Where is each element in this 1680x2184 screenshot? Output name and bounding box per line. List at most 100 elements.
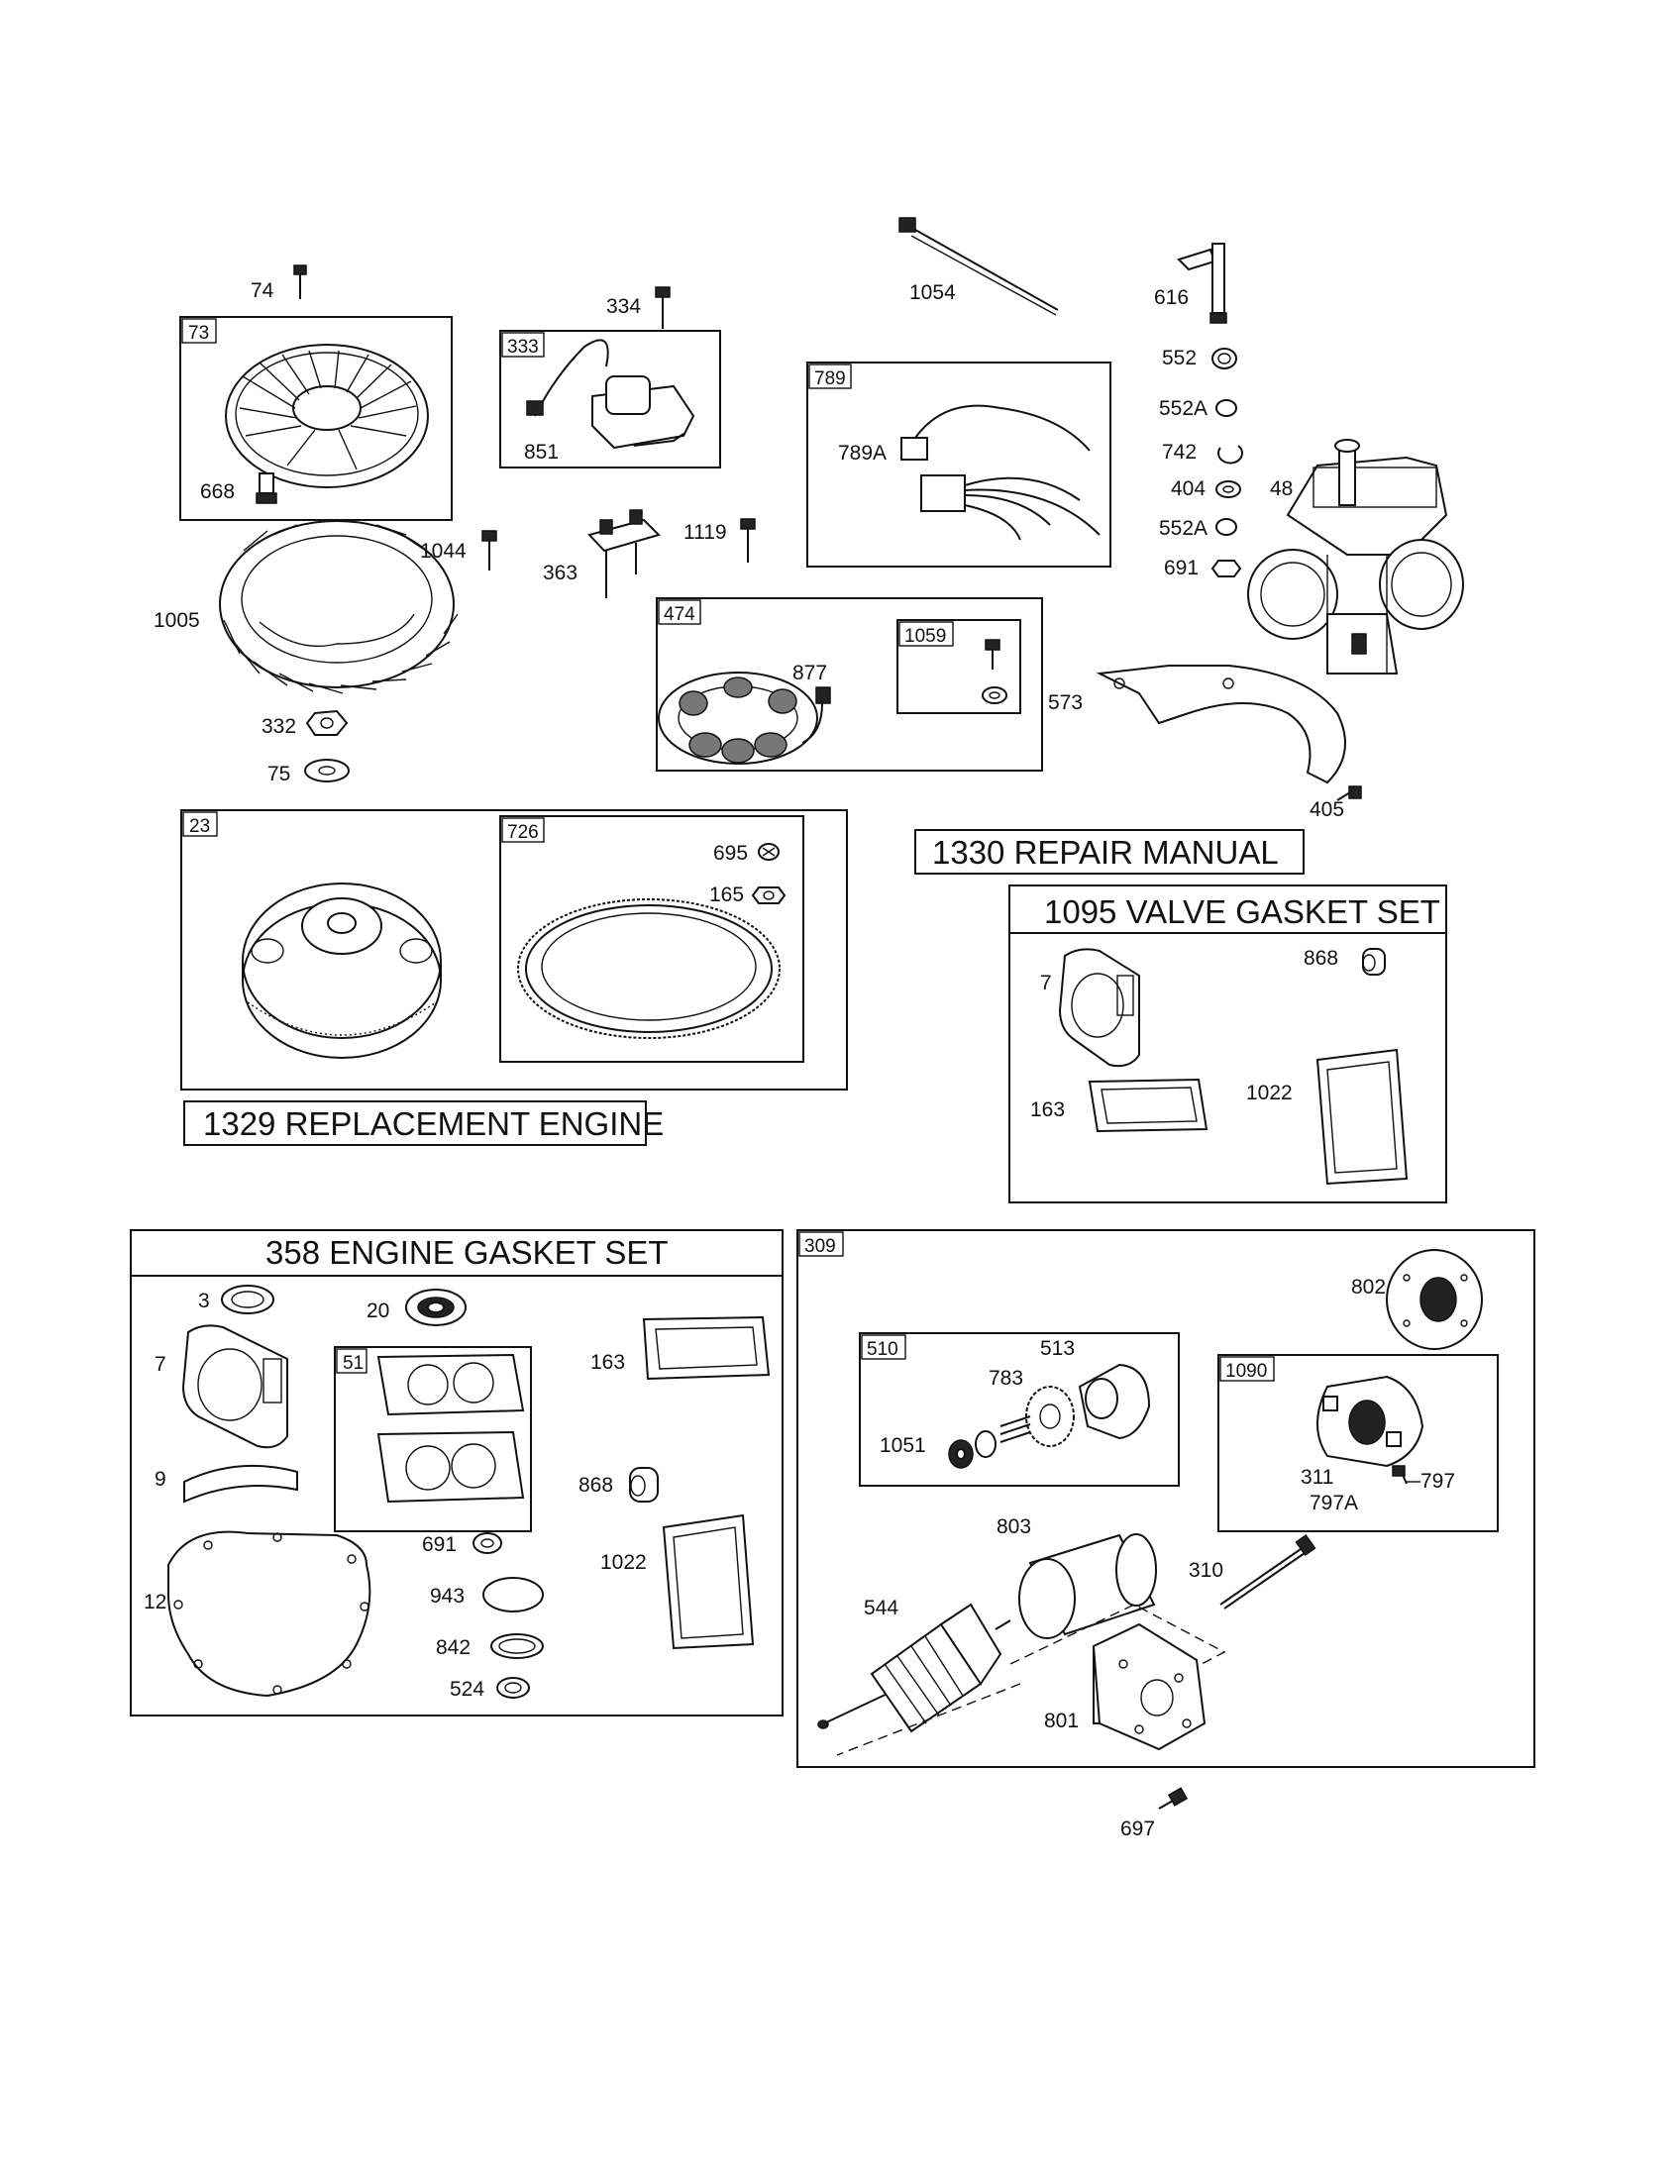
bolt-icon: [740, 518, 756, 563]
seal-icon: [221, 1285, 274, 1314]
part-789a: 789A: [838, 442, 887, 465]
box-label-1090: 1090: [1225, 1361, 1267, 1382]
box-474: [656, 597, 1043, 772]
nut-icon: [751, 886, 787, 904]
box-label-333: 333: [507, 337, 539, 358]
engine-gasket-set-box: [130, 1229, 784, 1716]
part-573: 573: [1048, 691, 1083, 714]
part-404: 404: [1171, 477, 1206, 500]
part-803: 803: [997, 1515, 1031, 1538]
repair-manual-box: [914, 829, 1305, 875]
part-9: 9: [155, 1468, 166, 1491]
replacement-engine-title: 1329 REPLACEMENT ENGINE: [203, 1105, 664, 1142]
bracket-icon: [587, 509, 661, 598]
part-742: 742: [1162, 441, 1197, 464]
clip-icon: [1217, 445, 1243, 465]
part-1022-eng: 1022: [600, 1551, 647, 1574]
motor-housing-icon: [1018, 1533, 1157, 1639]
box-label-474: 474: [664, 604, 695, 625]
part-877: 877: [792, 662, 827, 684]
part-513: 513: [1040, 1337, 1075, 1360]
part-165: 165: [709, 884, 744, 906]
gasket-icon: [183, 1464, 298, 1504]
gasket-icon: [642, 1315, 771, 1381]
washer-icon: [496, 1677, 530, 1699]
box-label-51: 51: [343, 1353, 364, 1374]
screw-icon: [758, 843, 780, 861]
part-334: 334: [606, 295, 641, 318]
cable-tie-icon: [898, 217, 1059, 316]
part-1054: 1054: [909, 281, 956, 304]
washer-icon: [472, 1532, 502, 1554]
part-783: 783: [989, 1367, 1023, 1390]
part-868-valve: 868: [1304, 947, 1338, 970]
bolt-icon: [256, 472, 277, 504]
replacement-engine-box: [183, 1100, 647, 1146]
gasket-icon: [490, 1633, 544, 1659]
coil-icon: [526, 339, 695, 450]
part-868-eng: 868: [578, 1474, 613, 1497]
box-23: [180, 809, 848, 1091]
part-1022-valve: 1022: [1246, 1082, 1293, 1104]
part-668: 668: [200, 480, 235, 503]
baffle-icon: [1096, 665, 1346, 784]
part-691-top: 691: [1164, 557, 1199, 579]
part-552a-1: 552A: [1159, 397, 1208, 420]
part-12: 12: [144, 1591, 166, 1613]
engine-gasket-set-title: 358 ENGINE GASKET SET: [265, 1234, 669, 1271]
head-gasket-icon: [1058, 948, 1140, 1068]
nut-icon: [305, 709, 349, 736]
part-1005: 1005: [154, 609, 200, 632]
part-3: 3: [198, 1290, 210, 1312]
part-797: 797: [1420, 1470, 1455, 1493]
armature-icon: [817, 1603, 1011, 1733]
part-363: 363: [543, 562, 578, 584]
bolt-icon: [293, 264, 307, 299]
gasket-icon: [662, 1513, 755, 1650]
stator-icon: [658, 672, 831, 765]
washer-icon: [982, 686, 1007, 704]
valve-gasket-set-box: [1008, 884, 1447, 1203]
part-797a: 797A: [1310, 1492, 1358, 1514]
box-333: [499, 330, 721, 468]
gasket-icon: [376, 1353, 525, 1416]
brush-holder-icon: [1316, 1375, 1424, 1485]
drive-end-cap-icon: [1092, 1622, 1207, 1751]
part-544: 544: [864, 1597, 898, 1619]
blower-screen-icon: [225, 344, 429, 488]
box-label-73: 73: [188, 323, 209, 344]
washer-icon: [1215, 399, 1237, 417]
box-73: [179, 316, 453, 521]
bolt-icon: [1336, 785, 1362, 801]
bolt-icon: [481, 530, 497, 571]
bolt-icon: [985, 639, 1000, 670]
part-332: 332: [262, 715, 296, 738]
part-405: 405: [1310, 798, 1344, 821]
fan-icon: [219, 520, 459, 694]
part-691-eng: 691: [422, 1533, 457, 1556]
o-ring-icon: [482, 1577, 544, 1612]
part-75: 75: [267, 763, 290, 785]
part-801: 801: [1044, 1710, 1079, 1732]
washer-icon: [1215, 480, 1241, 498]
part-524: 524: [450, 1678, 484, 1701]
harness-icon: [900, 404, 1101, 541]
box-label-23: 23: [189, 816, 210, 837]
bolt-icon: [655, 286, 671, 329]
washer-icon: [1215, 518, 1237, 536]
part-552a-2: 552A: [1159, 517, 1208, 540]
box-309: [796, 1229, 1535, 1768]
gasket-icon: [376, 1430, 525, 1504]
part-802: 802: [1351, 1276, 1386, 1299]
part-7-valve: 7: [1040, 972, 1052, 994]
box-label-1059: 1059: [904, 626, 946, 647]
part-311: 311: [1301, 1466, 1333, 1489]
box-label-789: 789: [814, 368, 846, 389]
valve-seal-icon: [629, 1467, 659, 1503]
crankcase-icon: [1247, 439, 1464, 675]
part-851: 851: [524, 441, 559, 464]
repair-manual-title: 1330 REPAIR MANUAL: [932, 834, 1279, 871]
gasket-icon: [1315, 1048, 1409, 1186]
valve-seal-icon: [1362, 948, 1386, 976]
